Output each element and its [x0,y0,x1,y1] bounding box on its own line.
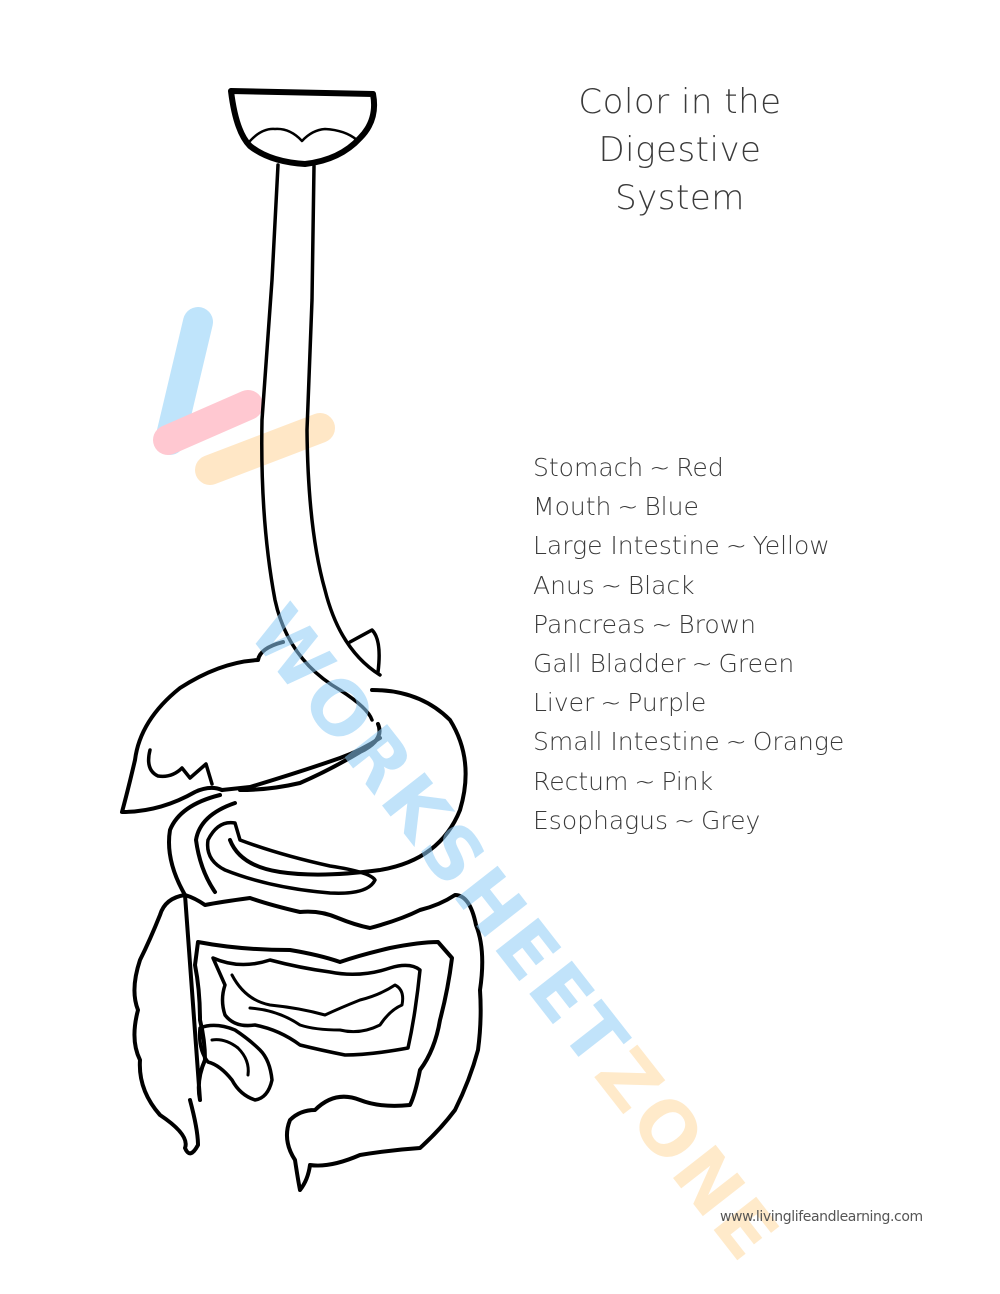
legend-color: Brown [678,609,756,639]
legend-separator: ~ [674,805,695,835]
esophagus-shape [260,163,382,722]
legend-item-pancreas: Pancreas~Brown [533,605,844,644]
small-intestine-shape [197,956,422,1102]
legend-separator: ~ [600,688,622,718]
legend-color: Pink [661,766,714,796]
title-line-2: Digestive System [598,130,762,218]
legend-organ: Mouth [533,492,612,522]
legend-organ: Pancreas [533,609,646,639]
legend-color: Orange [752,727,845,757]
legend-organ: Small Intestine [533,727,720,757]
legend-item-anus: Anus~Black [533,566,844,605]
legend-separator: ~ [649,453,671,482]
legend-separator: ~ [725,727,747,757]
legend-color: Red [676,453,724,482]
legend-item-liver: Liver~Purple [533,683,844,722]
legend-color: Green [718,649,795,679]
legend-item-stomach: Stomach~Red [533,448,844,487]
legend-organ: Esophagus [533,805,669,835]
legend-organ: Anus [533,570,595,600]
legend-color: Grey [700,805,761,835]
large-intestine-shape [132,893,485,1192]
legend-separator: ~ [651,609,673,639]
title-line-1: Color in the [578,82,782,122]
legend-organ: Large Intestine [533,531,720,561]
legend-color: Black [627,570,695,600]
legend-item-gall-bladder: Gall Bladder~Green [533,644,844,683]
legend-separator: ~ [634,766,656,796]
legend-color: Yellow [752,531,830,561]
legend-separator: ~ [691,649,713,679]
legend-item-rectum: Rectum~Pink [533,762,844,801]
legend-item-mouth: Mouth~Blue [533,487,844,526]
legend-color: Blue [644,492,699,522]
mouth-shape [228,88,378,167]
worksheet-title: Color in the Digestive System [540,78,820,222]
legend-item-small-intestine: Small Intestine~Orange [533,722,844,761]
legend-separator: ~ [617,492,639,522]
legend-organ: Rectum [533,766,629,796]
color-legend: Stomach~Red Mouth~Blue Large Intestine~Y… [533,448,844,840]
legend-separator: ~ [725,531,747,561]
stomach-shape [228,688,468,877]
legend-item-esophagus: Esophagus~Grey [533,801,844,840]
legend-organ: Liver [533,688,595,718]
pancreas-shape [167,793,377,897]
legend-organ: Gall Bladder [533,649,686,679]
footer-website-url: www.livinglifeandlearning.com [720,1209,923,1225]
legend-item-large-intestine: Large Intestine~Yellow [533,526,844,565]
legend-color: Purple [627,688,707,718]
legend-separator: ~ [600,570,622,600]
legend-organ: Stomach [533,453,644,482]
